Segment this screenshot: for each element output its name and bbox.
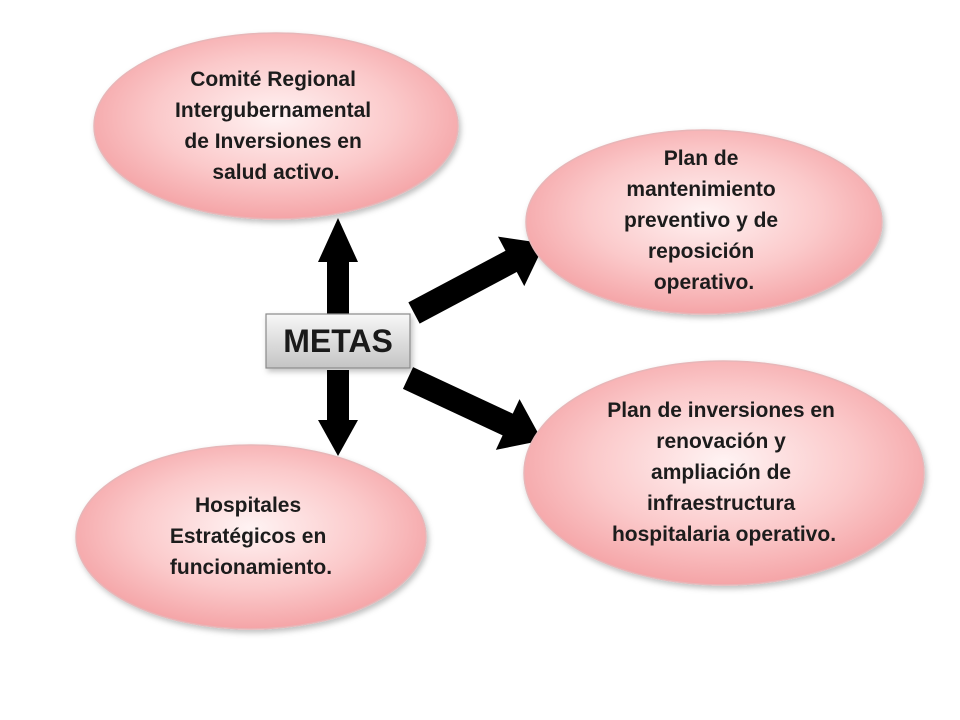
arrow-up xyxy=(318,218,358,322)
goal-mantenimiento-line-2: mantenimiento xyxy=(626,178,775,201)
goal-hospitales-line-3: funcionamiento. xyxy=(170,556,332,579)
goal-comite-line-4: salud activo. xyxy=(212,161,339,184)
goal-inversiones-text: Plan de inversiones en renovación y ampl… xyxy=(607,399,840,546)
goal-inversiones-line-4: infraestructura xyxy=(647,492,796,515)
goal-mantenimiento-ellipse xyxy=(525,129,883,315)
goal-mantenimiento-text: Plan de mantenimiento preventivo y de re… xyxy=(624,147,784,294)
goal-hospitales-line-2: Estratégicos en xyxy=(170,525,326,548)
goal-mantenimiento-node: Plan de mantenimiento preventivo y de re… xyxy=(525,129,883,315)
goal-inversiones-line-2: renovación y xyxy=(656,430,786,453)
goal-inversiones-line-1: Plan de inversiones en xyxy=(607,399,835,422)
arrow-down xyxy=(318,370,358,456)
goal-hospitales-node: Hospitales Estratégicos en funcionamient… xyxy=(75,444,427,630)
center-metas-box: METAS xyxy=(265,313,411,369)
goal-comite-line-2: Intergubernamental xyxy=(175,99,371,122)
goal-hospitales-ellipse xyxy=(75,444,427,630)
arrow-lower-right xyxy=(402,367,543,450)
goal-inversiones-ellipse xyxy=(523,360,925,586)
goal-hospitales-text: Hospitales Estratégicos en funcionamient… xyxy=(170,494,332,579)
goal-inversiones-line-5: hospitalaria operativo. xyxy=(612,523,836,546)
goal-comite-ellipse xyxy=(93,32,459,220)
goal-mantenimiento-line-4: reposición xyxy=(648,240,754,263)
goal-comite-line-1: Comité Regional xyxy=(190,68,356,91)
goal-hospitales-line-1: Hospitales xyxy=(195,494,301,517)
goal-mantenimiento-line-5: operativo. xyxy=(654,271,754,294)
goal-mantenimiento-line-1: Plan de xyxy=(664,147,739,170)
goal-inversiones-line-3: ampliación de xyxy=(651,461,791,484)
goal-inversiones-node: Plan de inversiones en renovación y ampl… xyxy=(523,360,925,586)
goal-mantenimiento-line-3: preventivo y de xyxy=(624,209,778,232)
goal-comite-text: Comité Regional Intergubernamental de In… xyxy=(175,68,377,184)
goal-comite-line-3: de Inversiones en xyxy=(184,130,361,153)
center-metas-label: METAS xyxy=(283,323,393,359)
goal-comite-node: Comité Regional Intergubernamental de In… xyxy=(93,32,459,220)
